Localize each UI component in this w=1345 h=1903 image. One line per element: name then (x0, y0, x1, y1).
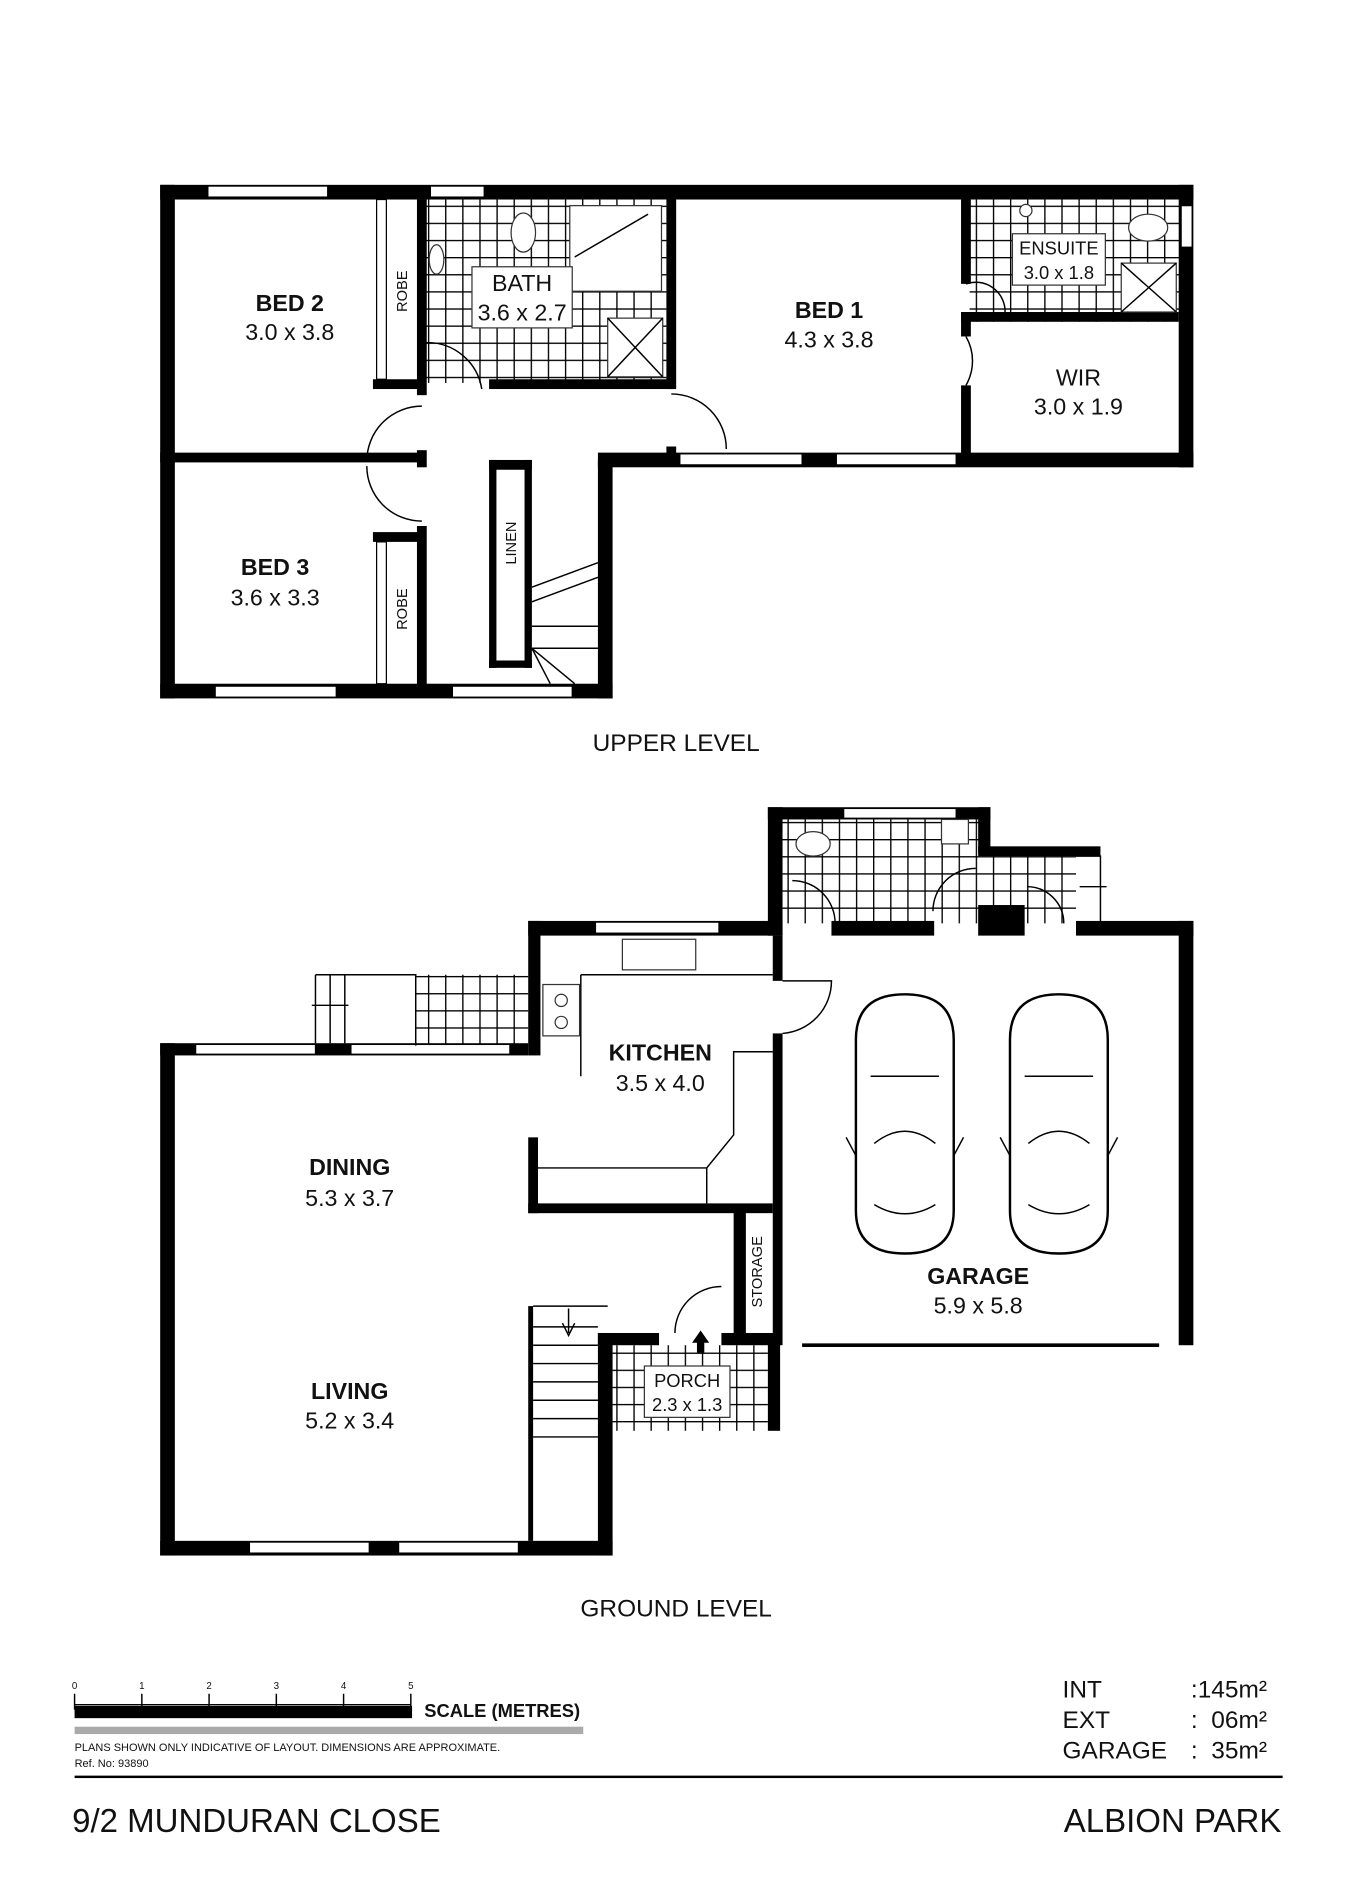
room-name: BED 1 (795, 297, 863, 323)
window (679, 453, 803, 466)
scale-tick: 4 (341, 1681, 347, 1692)
room-bed3: BED 3 3.6 x 3.3 (231, 554, 320, 611)
scale-bar: 0 1 2 3 4 5 SCALE (METRES) PLANS SHOWN O… (72, 1681, 584, 1770)
area-label: INT (1063, 1676, 1102, 1703)
room-size: 5.2 x 3.4 (305, 1407, 394, 1433)
linen-label: LINEN (504, 522, 520, 565)
room-size: 5.9 x 5.8 (934, 1292, 1023, 1318)
robe-label: ROBE (395, 588, 411, 630)
room-name: BATH (492, 270, 552, 296)
room-name: DINING (309, 1154, 390, 1180)
area-label: GARAGE (1063, 1738, 1168, 1765)
area-value: :145m² (1191, 1676, 1267, 1703)
room-dining: DINING 5.3 x 3.7 (305, 1154, 394, 1211)
room-living: LIVING 5.2 x 3.4 (305, 1378, 394, 1433)
room-wir: WIR 3.0 x 1.9 (1034, 364, 1123, 419)
door-swing (366, 405, 422, 462)
upper-level-plan: BED 2 3.0 x 3.8 BATH 3.6 x 2.7 BED 1 4.3… (160, 184, 1194, 757)
upper-level-title: UPPER LEVEL (593, 730, 760, 757)
robe-label: ROBE (395, 270, 411, 312)
car-icon (845, 993, 965, 1255)
scale-tick: 0 (72, 1681, 78, 1692)
room-size: 3.5 x 4.0 (616, 1070, 705, 1096)
room-name: GARAGE (927, 1263, 1029, 1289)
address: 9/2 MUNDURAN CLOSE (72, 1802, 441, 1839)
room-name: BED 2 (256, 290, 324, 316)
door-swing (426, 341, 483, 390)
scale-tick: 3 (274, 1681, 279, 1692)
room-size: 4.3 x 3.8 (784, 326, 873, 352)
divider (74, 1775, 1283, 1779)
room-name: KITCHEN (609, 1039, 712, 1065)
room-size: 3.6 x 3.3 (231, 584, 320, 610)
room-size: 3.0 x 1.9 (1034, 394, 1123, 420)
suburb: ALBION PARK (1064, 1802, 1282, 1839)
room-name: PORCH (654, 1370, 720, 1391)
scale-tick: 1 (139, 1681, 144, 1692)
ground-level-title: GROUND LEVEL (580, 1596, 771, 1623)
ground-level-plan: KITCHEN 3.5 x 4.0 DINING 5.3 x 3.7 LIVIN… (160, 807, 1194, 1623)
room-size: 3.0 x 1.8 (1024, 262, 1094, 283)
room-bed2: BED 2 3.0 x 3.8 (245, 290, 334, 345)
window (835, 453, 957, 466)
area-label: EXT (1063, 1707, 1111, 1734)
room-garage: GARAGE 5.9 x 5.8 (927, 1263, 1029, 1318)
room-size: 3.0 x 3.8 (245, 319, 334, 345)
window (1180, 205, 1193, 248)
door-swing (965, 336, 974, 386)
scale-label: SCALE (METRES) (424, 1700, 580, 1721)
window (207, 185, 329, 198)
room-bed1: BED 1 4.3 x 3.8 (784, 297, 873, 352)
room-size: 3.6 x 2.7 (478, 300, 567, 326)
door-swing (965, 281, 1006, 313)
window (214, 685, 337, 698)
area-value: : 06m² (1191, 1707, 1267, 1734)
room-ensuite: ENSUITE 3.0 x 1.8 (1011, 233, 1106, 286)
area-value: : 35m² (1191, 1738, 1267, 1765)
area-summary: INT :145m² EXT : 06m² GARAGE : 35m² (1063, 1676, 1267, 1764)
room-porch: PORCH 2.3 x 1.3 (643, 1365, 731, 1418)
room-bath: BATH 3.6 x 2.7 (471, 266, 573, 329)
window (451, 685, 573, 698)
disclaimer: PLANS SHOWN ONLY INDICATIVE OF LAYOUT. D… (75, 1742, 501, 1754)
room-name: LIVING (311, 1378, 388, 1404)
stairs (531, 561, 599, 685)
room-name: BED 3 (241, 554, 309, 580)
car-icon (999, 993, 1119, 1255)
room-name: WIR (1056, 364, 1101, 390)
room-size: 2.3 x 1.3 (652, 1394, 722, 1415)
reference-number: Ref. No: 93890 (75, 1758, 149, 1770)
room-size: 5.3 x 3.7 (305, 1185, 394, 1211)
scale-tick: 5 (408, 1681, 414, 1692)
door-swing (366, 466, 422, 522)
room-name: ENSUITE (1019, 238, 1098, 259)
stairs (311, 973, 608, 1438)
window (429, 185, 485, 198)
storage-label: STORAGE (750, 1236, 766, 1308)
room-kitchen: KITCHEN 3.5 x 4.0 (609, 1039, 712, 1096)
scale-tick: 2 (206, 1681, 211, 1692)
door-swing (671, 393, 728, 449)
